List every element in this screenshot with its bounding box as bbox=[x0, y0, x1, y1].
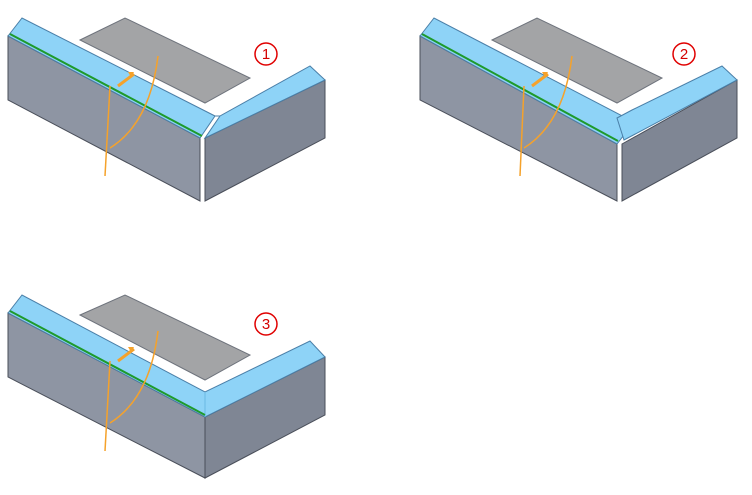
short-flange bbox=[203, 65, 326, 140]
badge-label: 1 bbox=[262, 46, 270, 63]
rotate-handle-icon[interactable] bbox=[519, 55, 573, 177]
base-plate bbox=[78, 294, 252, 381]
badge-label: 3 bbox=[262, 316, 270, 333]
rotate-handle-icon[interactable] bbox=[104, 55, 159, 177]
part-view-3: 3 bbox=[7, 294, 326, 479]
bend-line bbox=[9, 310, 206, 416]
base-plate bbox=[490, 17, 664, 104]
badge-label: 2 bbox=[680, 46, 688, 63]
circle-badge: 1 bbox=[254, 42, 278, 66]
circle-badge: 2 bbox=[672, 42, 696, 66]
base-plate bbox=[78, 17, 252, 104]
panel-3: 3 bbox=[0, 285, 340, 495]
short-flange bbox=[616, 65, 738, 141]
panel-1: 1 bbox=[0, 8, 340, 218]
rotate-handle-icon[interactable] bbox=[104, 330, 159, 452]
bend-line bbox=[421, 33, 619, 142]
part-view-1: 1 bbox=[7, 17, 326, 202]
bend-line bbox=[9, 33, 203, 137]
circle-badge: 3 bbox=[254, 312, 278, 336]
short-wall-face bbox=[621, 79, 738, 202]
part-view-2: 2 bbox=[419, 17, 738, 202]
panel-2: 2 bbox=[412, 8, 752, 218]
